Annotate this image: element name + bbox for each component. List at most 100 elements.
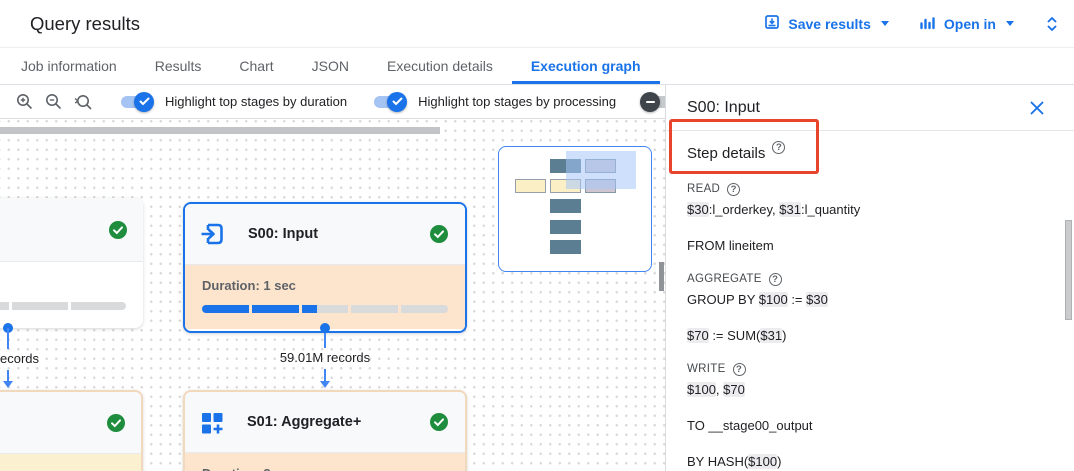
tab-results[interactable]: Results [154,58,202,74]
stage-progress-bar [0,302,127,310]
highlight-processing-toggle[interactable] [371,91,408,112]
detail-section-label-read: READ? [687,181,1053,197]
zoom-reset-icon[interactable] [74,93,92,110]
stage-duration-label: Duration: 1 sec [202,278,296,293]
detail-line: FROM lineitem [687,236,1053,255]
stage-node-left-bottom[interactable] [0,390,143,471]
stage-node-s00-input[interactable]: S00: Input Duration: 1 sec [183,202,467,333]
aggregate-stage-icon [198,409,225,436]
minimap-viewport[interactable] [566,151,636,189]
page-title: Query results [30,12,141,34]
edge-records-label: 59.01M records [279,350,371,365]
graph-minimap[interactable] [498,146,652,272]
results-tabbar: Job information Results Chart JSON Execution… [0,48,1074,85]
tab-json[interactable]: JSON [311,58,349,74]
tab-chart[interactable]: Chart [239,58,274,74]
close-icon[interactable] [1030,101,1044,115]
step-details-heading-text: Step details [687,145,766,162]
detail-text: BY HASH( [687,454,749,469]
minimap-slate-node [550,199,581,213]
stage-progress-bar [202,305,448,313]
variable-chip: $70 [687,328,709,343]
detail-section-label-write: WRITE? [687,361,1053,377]
progress-segment [401,305,448,313]
processing-toggle-label: Highlight top stages by processing [418,94,617,109]
edge-arrow-icon [320,381,330,388]
input-stage-icon [198,220,226,248]
open-in-caret-icon [1006,21,1014,26]
stage-node-left-top[interactable] [0,198,143,328]
tab-execution-graph[interactable]: Execution graph [512,48,660,84]
edge-line [324,333,326,348]
progress-segment [70,302,127,310]
step-details-panel: S00: Input Step details ? READ?$30:l_ord… [665,85,1074,471]
stage-duration-label: Duration: 2 sec [202,466,296,471]
check-circle-icon [109,220,127,239]
panel-body: Step details ? READ?$30:l_orderkey, $31:… [666,131,1074,471]
check-circle-icon [430,225,448,243]
progress-segment [0,302,10,310]
progress-segment [251,305,299,313]
detail-line: $70 := SUM($31) [687,326,1053,345]
execution-graph-canvas[interactable]: S00: Input Duration: 1 sec ecords 59.01M… [0,119,665,471]
query-results-header: Query results Save results Open in [0,0,1074,48]
detail-text: FROM lineitem [687,238,774,253]
step-details-heading: Step details ? [687,141,1053,165]
panel-header: S00: Input [666,85,1074,131]
detail-text: := [787,292,807,307]
horizontal-scrollbar[interactable] [0,127,440,134]
stage-title: S01: Aggregate+ [247,414,362,430]
minimap-cream-node [515,179,546,193]
detail-text: ) [777,454,782,469]
zoom-in-icon[interactable] [16,93,33,110]
progress-segment [351,305,399,313]
help-icon[interactable]: ? [727,182,741,196]
collapse-expand-icon[interactable] [1044,15,1060,33]
highlight-duration-toggle[interactable] [118,91,154,112]
help-icon[interactable]: ? [772,141,786,154]
progress-segment [301,305,349,313]
open-in-label: Open in [943,15,996,32]
detail-text: :l_quantity [800,202,861,217]
variable-chip: $31 [779,202,801,217]
zoom-out-icon[interactable] [45,93,62,110]
detail-line: $100, $70 [687,380,1053,399]
detail-line: BY HASH($100) [687,452,1053,471]
panel-title: S00: Input [687,98,760,116]
stage-title: S00: Input [248,226,319,242]
variable-chip: $100 [748,454,778,469]
edge-line [324,369,326,381]
save-results-label: Save results [788,15,871,32]
check-circle-icon [107,413,125,432]
stage-node-s01-aggregate[interactable]: S01: Aggregate+ Duration: 2 sec [183,390,467,471]
tab-job-information[interactable]: Job information [21,58,117,74]
edge-arrow-icon [3,381,13,388]
help-icon[interactable]: ? [768,272,782,286]
detail-section-label-aggregate: AGGREGATE? [687,271,1053,287]
detail-text: := SUM( [708,328,761,343]
canvas-vertical-scrollbar[interactable] [659,262,664,291]
panel-scrollbar[interactable] [1065,220,1072,320]
detail-text: , [715,382,724,397]
save-results-caret-icon [880,21,889,26]
detail-text: GROUP BY [687,292,759,307]
tab-execution-details[interactable]: Execution details [386,58,493,74]
help-icon[interactable]: ? [732,362,746,376]
processing-toggle-row: Highlight top stages by processing [371,91,617,112]
edge-line [7,328,9,349]
header-actions: Save results Open in [764,14,1060,33]
detail-line: $30:l_orderkey, $31:l_quantity [687,200,1053,219]
variable-chip: $30 [687,202,709,217]
variable-chip: $100 [687,382,716,397]
detail-text: ) [782,328,787,343]
open-in-button[interactable]: Open in [919,14,1014,33]
variable-chip: $30 [806,292,828,307]
save-results-button[interactable]: Save results [764,14,889,33]
detail-text: :l_orderkey, [708,202,780,217]
variable-chip: $100 [758,292,788,307]
variable-chip: $31 [760,328,783,343]
duration-toggle-label: Highlight top stages by duration [165,94,348,109]
minimap-slate-node [550,240,581,254]
duration-toggle-row: Highlight top stages by duration [118,91,348,112]
